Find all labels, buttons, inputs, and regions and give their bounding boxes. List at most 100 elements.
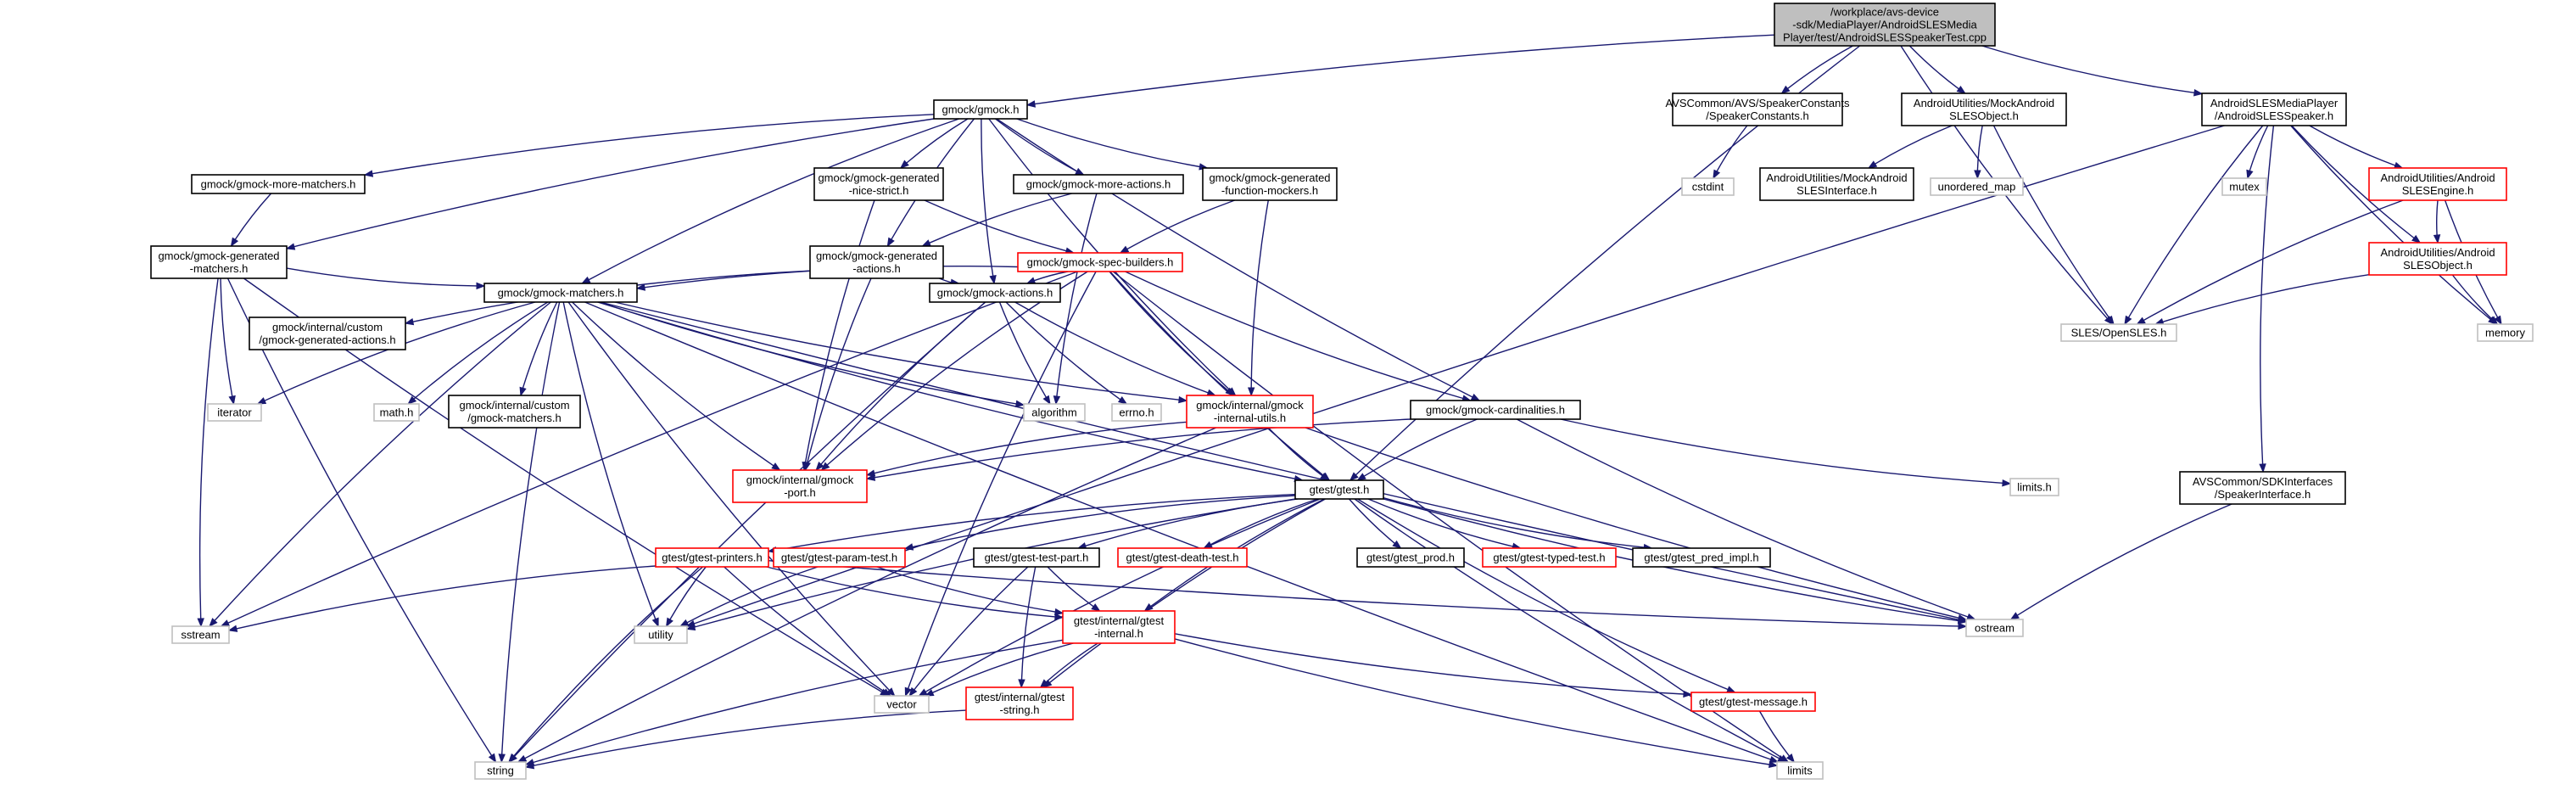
node-gen-actions[interactable]: gmock/gmock-generated-actions.h [809,245,944,279]
node-box [634,625,688,644]
node-gtest-h[interactable]: gtest/gtest.h [1294,479,1384,500]
edge-line [1112,271,1783,759]
edge-gtest-h-to-gtest-prod [1348,498,1402,549]
node-gtest-test-part[interactable]: gtest/gtest-test-part.h [973,547,1100,568]
node-gen-matchers[interactable]: gmock/gmock-generated-matchers.h [150,245,288,279]
node-gtest-death-test[interactable]: gtest/gtest-death-test.h [1117,547,1248,568]
edge-gtest-h-to-ostream [1383,498,1968,625]
edge-line [1126,199,1235,250]
edge-line [1033,271,1069,282]
node-gmock-h[interactable]: gmock/gmock.h [933,99,1028,120]
node-box [1482,547,1617,568]
edge-line [1045,642,1098,683]
node-root[interactable]: /workplace/avs-device-sdk/MediaPlayer/An… [1774,3,1996,47]
edge-line [1016,118,1200,168]
node-box [2179,471,2346,505]
edge-gtest-h-to-vector [918,498,1321,697]
node-more-actions[interactable]: gmock/gmock-more-actions.h [1013,174,1184,194]
edge-gmock-matchers-to-vector [567,301,896,697]
node-label-line: -internal.h [1094,627,1143,640]
edge-arrowhead [899,160,909,169]
edge-arrowhead [989,274,997,285]
edge-line [994,118,1077,172]
edge-line [198,277,219,619]
edge-arrowhead [220,619,231,627]
edge-line [1875,125,1953,165]
edge-gen-matchers-to-gmock-matchers [286,267,486,290]
edge-arrowhead [517,754,528,763]
node-gtest-string[interactable]: gtest/internal/gtest-string.h [965,686,1074,720]
edge-line [1047,566,1094,608]
node-spec-builders[interactable]: gmock/gmock-spec-builders.h [1017,252,1183,272]
node-box [874,695,930,714]
edge-line [1976,125,1983,171]
node-gtest-param-test[interactable]: gtest/gtest-param-test.h [773,547,906,568]
edge-gmock-matchers-to-sstream [209,301,551,628]
node-utility: utility [634,625,688,644]
edge-line [996,118,1473,398]
node-label-line: gtest/internal/gtest [975,691,1065,703]
node-custom-gen-actions[interactable]: gmock/internal/custom/gmock-generated-ac… [249,317,406,350]
node-internal-port[interactable]: gmock/internal/gmock-port.h [732,469,868,503]
node-string: string [474,761,527,780]
node-label-line: gtest/gtest-typed-test.h [1493,552,1605,564]
node-box [448,395,581,429]
node-label-line: SLESObject.h [2403,259,2473,272]
node-gtest-typed-test[interactable]: gtest/gtest-typed-test.h [1482,547,1617,568]
node-box [1776,761,1824,780]
node-speaker-constants[interactable]: AVSCommon/AVS/SpeakerConstants/SpeakerCo… [1665,92,1850,126]
edge-arrowhead [363,170,374,177]
node-gtest-prod[interactable]: gtest/gtest_prod.h [1356,547,1465,568]
edge-arrowhead [2259,463,2266,473]
edge-line [924,199,1067,252]
node-box [373,403,420,422]
node-mock-sles-interface[interactable]: AndroidUtilities/MockAndroidSLESInterfac… [1759,167,1914,201]
edge-gmock-h-to-gmock-actions [981,118,997,285]
edge-line [1109,271,1229,391]
node-gtest-internal[interactable]: gtest/internal/gtest-internal.h [1062,610,1176,644]
edge-line [686,566,819,624]
node-label-line: mutex [2229,181,2260,193]
node-internal-utils[interactable]: gmock/internal/gmock-internal-utils.h [1186,395,1314,429]
edge-line [669,566,707,620]
node-gtest-printers[interactable]: gtest/gtest-printers.h [655,547,769,568]
node-gtest-pred-impl[interactable]: gtest/gtest_pred_impl.h [1632,547,1771,568]
node-cardinalities[interactable]: gmock/gmock-cardinalities.h [1410,400,1581,420]
node-opensles: SLES/OpenSLES.h [2060,323,2177,342]
edge-line [2016,503,2232,616]
node-label-line: gtest/gtest-death-test.h [1126,552,1239,564]
node-box [2221,177,2267,196]
edge-line [522,301,558,389]
node-gen-nice-strict[interactable]: gmock/gmock-generated-nice-strict.h [813,167,944,201]
node-custom-matchers[interactable]: gmock/internal/custom/gmock-matchers.h [448,395,581,429]
edge-root-to-speaker-constants [1780,45,1853,94]
edge-arrowhead [1117,396,1128,405]
node-speaker-interface[interactable]: AVSCommon/SDKInterfaces/SpeakerInterface… [2179,471,2346,505]
node-box [2477,323,2534,342]
node-gtest-message[interactable]: gtest/gtest-message.h [1690,692,1816,712]
node-box [150,245,288,279]
node-label-line: gmock/gmock-generated [158,249,279,262]
edge-line [1125,271,1464,400]
edge-more-actions-to-gen-actions [921,193,1072,247]
edge-arrowhead [2411,234,2422,244]
node-label-line: -matchers.h [190,262,249,275]
node-limits: limits [1776,761,1824,780]
edge-sles-engine-to-sles-object [2433,199,2441,244]
edge-line [1357,498,1729,691]
node-more-matchers[interactable]: gmock/gmock-more-matchers.h [191,174,366,194]
edge-line [2290,125,2491,320]
node-sles-speaker-h[interactable]: AndroidSLESMediaPlayer/AndroidSLESSpeake… [2201,92,2347,126]
node-gmock-matchers[interactable]: gmock/gmock-matchers.h [483,283,638,303]
node-label-line: AndroidUtilities/Android [2380,246,2495,259]
node-gmock-actions[interactable]: gmock/gmock-actions.h [929,283,1061,303]
edge-line [533,639,1064,764]
node-gen-function-mockers[interactable]: gmock/gmock-generated-function-mockers.h [1202,167,1338,201]
edge-arrowhead [2136,317,2146,325]
node-label-line: gmock/gmock-spec-builders.h [1027,256,1174,269]
edge-arrowhead [1025,100,1036,108]
node-box [2368,242,2507,276]
